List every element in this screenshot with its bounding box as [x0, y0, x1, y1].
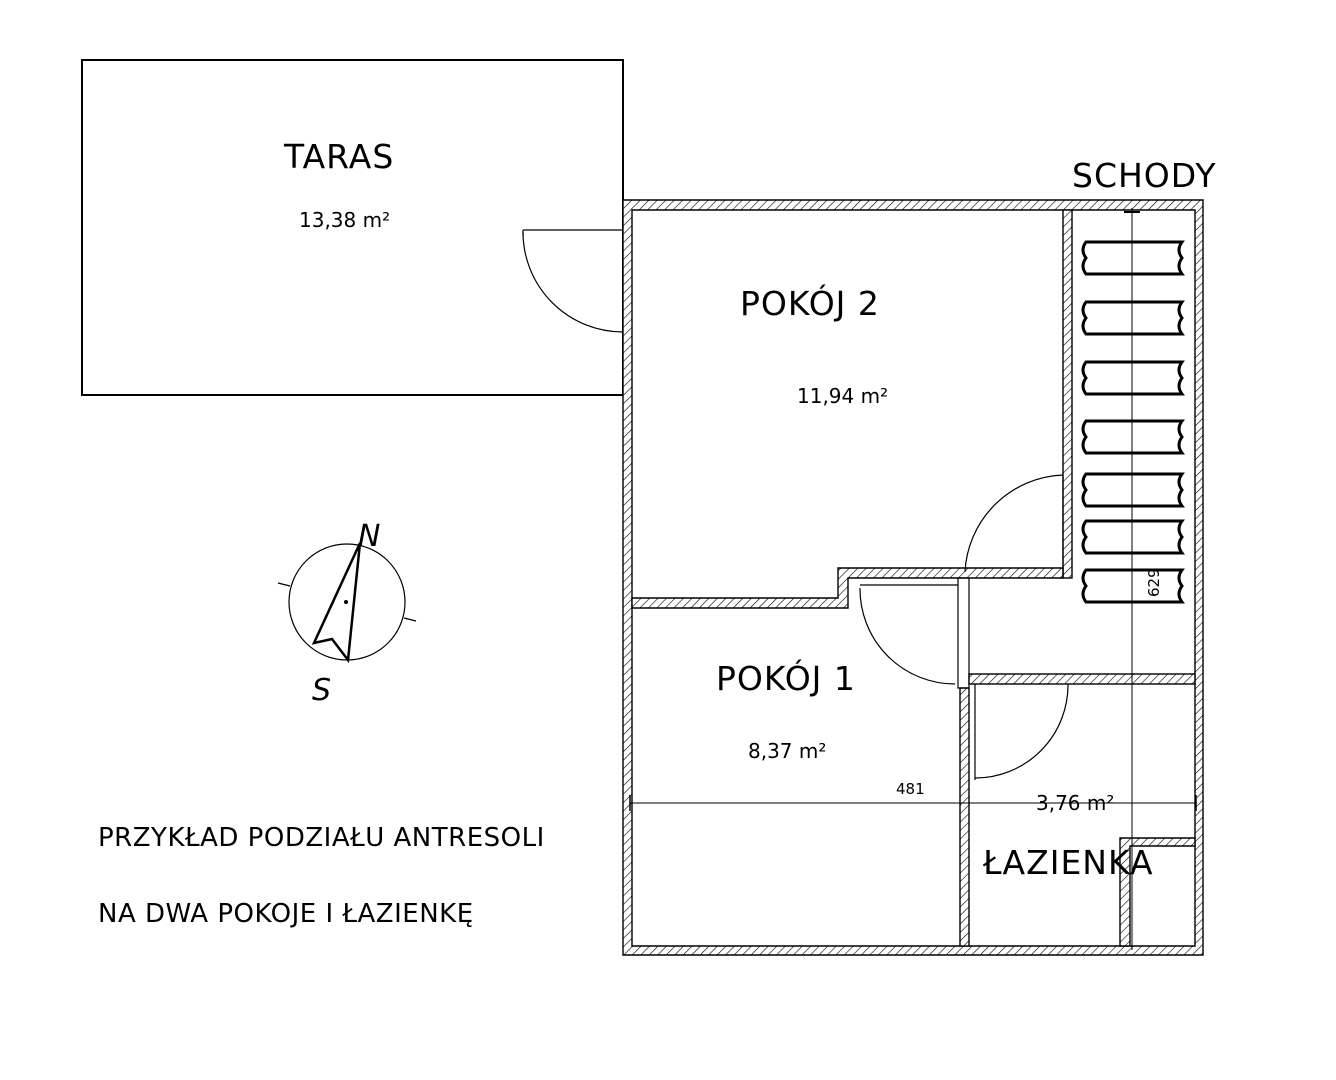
- width-dimension: 481: [896, 780, 925, 798]
- taras-label: TARAS: [283, 137, 394, 176]
- pokoj2-label: POKÓJ 2: [740, 283, 880, 323]
- caption-line-2: NA DWA POKOJE I ŁAZIENKĘ: [98, 899, 474, 929]
- outer-wall: [622, 199, 1204, 956]
- height-dimension: 629: [1145, 568, 1163, 597]
- caption-line-1: PRZYKŁAD PODZIAŁU ANTRESOLI: [98, 823, 545, 853]
- dimension-lines: [629, 208, 1197, 950]
- compass-south-letter: S: [312, 673, 331, 708]
- taras-area: 13,38 m²: [299, 208, 390, 232]
- compass-north-letter: N: [358, 519, 380, 554]
- pokoj1-label: POKÓJ 1: [716, 658, 856, 698]
- pokoj1-area: 8,37 m²: [748, 739, 826, 763]
- pokoj2-area: 11,94 m²: [797, 384, 888, 408]
- schody-label: SCHODY: [1072, 156, 1217, 195]
- lazienka-area: 3,76 m²: [1036, 791, 1114, 815]
- interior-walls: [631, 209, 1196, 947]
- compass: [277, 542, 417, 664]
- door-swings: [522, 229, 1069, 780]
- lazienka-label: ŁAZIENKA: [982, 843, 1154, 882]
